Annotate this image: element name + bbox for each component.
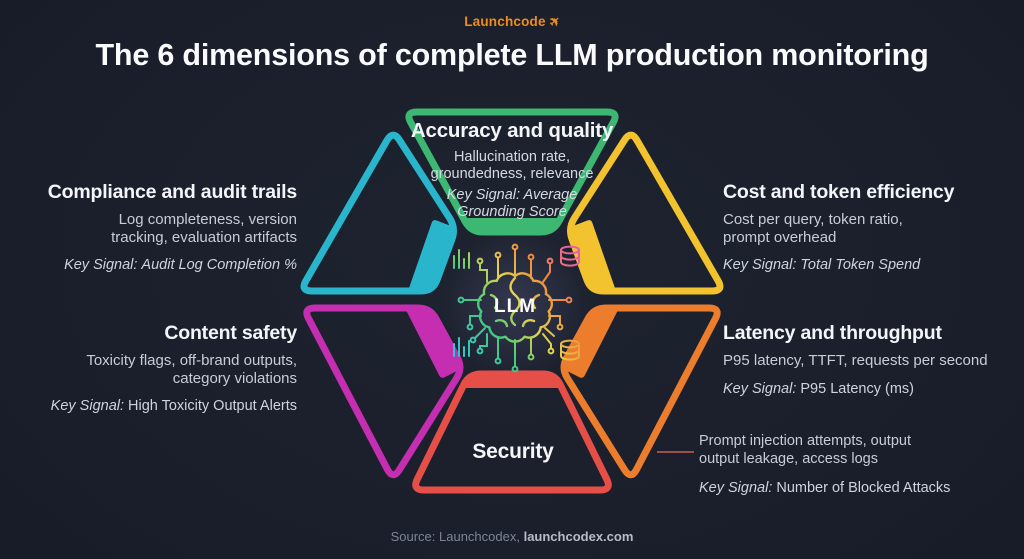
wedge-security	[412, 370, 612, 494]
key-signal-label: Key Signal:	[50, 398, 125, 414]
segment-content-safety-body-line: category violations	[172, 369, 297, 387]
key-signal-label: Key Signal:	[723, 380, 797, 397]
key-signal-value: High Toxicity Output Alerts	[128, 398, 297, 414]
segment-compliance-body-line: Log completeness, version	[118, 211, 297, 228]
llm-brain-icon: LLM	[430, 228, 600, 378]
key-signal-value: Number of Blocked Attacks	[776, 480, 951, 496]
segment-security-note: Prompt injection attempts, output output…	[699, 433, 984, 496]
wedge-band-cost	[569, 220, 616, 291]
segment-accuracy-body-line: Hallucination rate,	[453, 149, 571, 165]
segment-cost-body-line: prompt overhead	[723, 228, 837, 246]
segment-compliance: Compliance and audit trails Log complete…	[0, 181, 297, 273]
segment-latency: Latency and throughput P95 latency, TTFT…	[723, 322, 1013, 397]
segment-accuracy-key-line: Grounding Score	[457, 203, 567, 220]
wedge-band-latency	[562, 308, 618, 378]
key-signal-value: Total Token Spend	[800, 257, 921, 273]
segment-accuracy-key-line: Key Signal: Average	[446, 187, 578, 203]
segment-accuracy-body-line: groundedness, relevance	[430, 165, 594, 182]
key-signal-label: Key Signal:	[723, 257, 797, 273]
key-signal-label: Key Signal:	[699, 480, 773, 496]
segment-accuracy-title: Accuracy and quality	[410, 119, 614, 142]
wedge-compliance	[300, 131, 457, 295]
segment-cost-body-line: Cost per query, token ratio,	[723, 211, 903, 228]
circuit-traces	[453, 243, 580, 373]
segment-compliance-body-line: tracking, evaluation artifacts	[111, 228, 297, 246]
segment-content-safety-title: Content safety	[164, 322, 297, 344]
segment-latency-title: Latency and throughput	[723, 322, 942, 344]
wedge-band-content_safety	[406, 308, 462, 378]
wedge-band-compliance	[408, 220, 455, 291]
brand-logo-text: Launchcode	[464, 13, 546, 29]
key-signal-label: Key Signal:	[64, 257, 138, 273]
segment-security-body-line: Prompt injection attempts, output	[699, 433, 911, 449]
wedge-cost	[567, 131, 724, 295]
key-signal-value: P95 Latency (ms)	[800, 380, 914, 397]
segment-content-safety: Content safety Toxicity flags, off-brand…	[0, 322, 298, 414]
segment-cost-title: Cost and token efficiency	[723, 181, 955, 203]
wedge-accuracy	[405, 108, 619, 236]
rocket-icon: ✈	[545, 12, 564, 31]
source-prefix: Source: Launchcodex,	[390, 529, 524, 544]
wedge-latency	[560, 304, 721, 479]
key-signal-value: Audit Log Completion %	[141, 257, 297, 273]
segment-compliance-title: Compliance and audit trails	[47, 181, 297, 203]
icon-glow	[441, 230, 589, 378]
segment-latency-body-line: P95 latency, TTFT, requests per second	[723, 352, 988, 369]
source-domain: launchcodex.com	[523, 529, 634, 544]
page-title: The 6 dimensions of complete LLM product…	[95, 38, 929, 72]
wedge-content_safety	[303, 304, 464, 479]
segment-cost: Cost and token efficiency Cost per query…	[723, 181, 1003, 273]
brain-outline	[477, 272, 553, 343]
llm-circuit-brain-icon: LLM	[441, 230, 589, 378]
segment-accuracy: Accuracy and quality Hallucination rate,…	[396, 119, 628, 220]
source-footer: Source: Launchcodex, launchcodex.com	[0, 529, 1024, 544]
segment-content-safety-body-line: Toxicity flags, off-brand outputs,	[86, 352, 297, 369]
segment-security-title: Security	[472, 440, 554, 463]
brand-logo: Launchcode ✈	[0, 12, 1024, 31]
llm-label: LLM	[494, 296, 536, 317]
segment-security-body-line: output leakage, access logs	[699, 450, 878, 467]
